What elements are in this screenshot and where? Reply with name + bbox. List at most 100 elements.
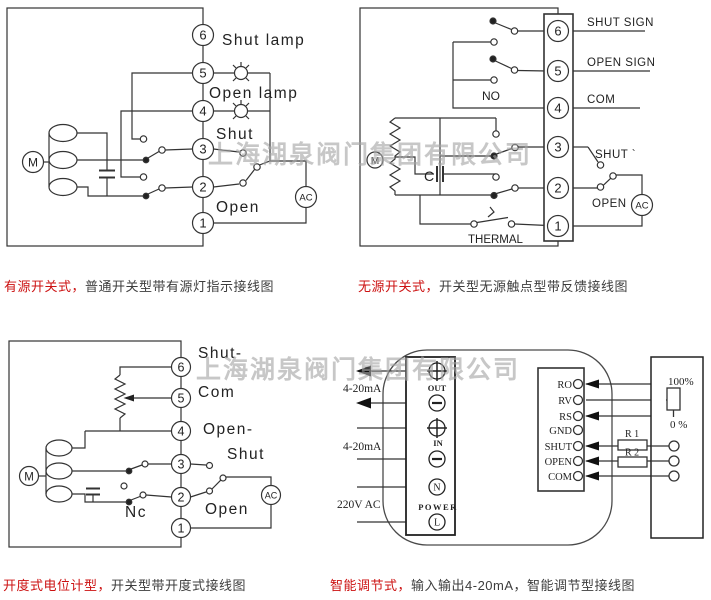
pin-labels: RO RV RS GND SHUT OPEN COM <box>545 380 573 483</box>
capacitor-label: C <box>424 168 434 184</box>
neutral-terminal-label: N <box>433 483 440 494</box>
active-switch-wiring <box>6 7 318 247</box>
open-label: OPEN <box>592 198 627 210</box>
terminal-numbers: 6 5 4 3 2 1 <box>199 28 206 231</box>
thermal-actuator <box>487 206 495 218</box>
pin-open: OPEN <box>545 457 573 468</box>
com-label: COM <box>587 94 615 106</box>
terminal-5: 5 <box>178 392 185 406</box>
strip-labels: OUT IN POWER <box>418 383 456 512</box>
resistor-r2 <box>617 456 648 468</box>
caption-description: 开关型带开度式接线图 <box>111 578 247 593</box>
intelligent-wiring <box>356 349 704 546</box>
out-plus-arrow-icon <box>356 365 371 377</box>
passive-switch-wiring <box>359 7 654 247</box>
power-supply-label: 220V AC <box>337 499 381 511</box>
passive-switch-diagram: 6 5 4 3 2 1 M AC C SHUT SIGN OPEN SIGN C… <box>359 7 655 247</box>
terminal-6: 6 <box>199 28 206 43</box>
pct0-label: 0 % <box>670 419 687 431</box>
com-label: Com <box>198 384 235 401</box>
terminal-6: 6 <box>554 24 561 39</box>
pin-rs: RS <box>559 412 572 423</box>
live-terminal-label: L <box>434 518 440 529</box>
out-label: OUT <box>428 383 447 393</box>
potentiometer-diagram: 6 5 4 3 2 1 M AC Shut- Com Open- Shut Op… <box>8 340 282 548</box>
open-sign-label: OPEN SIGN <box>587 57 655 69</box>
caption-description: 开关型无源触点型带反馈接线图 <box>439 279 629 294</box>
out-minus-arrow-icon <box>356 397 371 409</box>
shut-sign-label: SHUT SIGN <box>587 17 654 29</box>
in-current-label: 4-20mA <box>343 441 382 453</box>
pin-ro: RO <box>557 380 572 391</box>
motor-label: M <box>24 472 34 484</box>
wiper-arrow-icon <box>123 394 134 402</box>
terminal-symbols <box>427 361 447 461</box>
ac-label: AC <box>635 201 648 212</box>
terminal-6: 6 <box>178 361 185 375</box>
ac-label: AC <box>299 193 312 204</box>
ro-arrow-icon <box>585 379 599 389</box>
ac-label: AC <box>265 491 278 501</box>
r1-label: R 1 <box>625 429 639 440</box>
terminal-2: 2 <box>178 491 185 505</box>
motor-label: M <box>28 156 38 170</box>
enclosure-outline <box>6 7 204 247</box>
terminal-strip <box>191 23 215 235</box>
terminal-1: 1 <box>178 522 185 536</box>
terminal-numbers: 6 5 4 3 2 1 <box>178 361 185 536</box>
in-label: IN <box>433 438 443 448</box>
terminal-numbers: 6 5 4 3 2 1 <box>554 24 561 234</box>
open-lamp-label: Open lamp <box>209 85 298 102</box>
caption-type-red: 智能调节式， <box>330 578 412 593</box>
terminal-2: 2 <box>199 180 206 195</box>
shut-label: SHUT ` <box>595 149 636 161</box>
shut-label: Shut <box>216 126 254 143</box>
caption-type-red: 开度式电位计型， <box>3 578 112 593</box>
pct100-label: 100% <box>668 376 694 388</box>
terminal-1: 1 <box>554 219 561 234</box>
caption-type-red: 有源开关式， <box>4 279 86 294</box>
intelligent-caption: 智能调节式，输入输出4-20mA，智能调节型接线图 <box>330 575 635 594</box>
terminal-3: 3 <box>178 458 185 472</box>
potentiometer-zigzag <box>113 374 127 419</box>
terminal-3: 3 <box>554 140 561 155</box>
caption-description: 输入输出4-20mA，智能调节型接线图 <box>411 578 636 593</box>
enclosure-outline <box>359 7 559 247</box>
enclosure-outline <box>8 340 182 548</box>
shut-lamp-label: Shut lamp <box>222 32 305 49</box>
caption-description: 普通开关型带有源灯指示接线图 <box>85 279 275 294</box>
active-switch-diagram: 6 5 4 3 2 1 M AC Shut lamp Open lamp Shu… <box>6 7 318 247</box>
terminal-4: 4 <box>554 101 561 116</box>
potentiometer-wiring <box>8 340 282 548</box>
terminal-3: 3 <box>199 142 206 157</box>
pin-gnd: GND <box>549 426 572 437</box>
terminal-strip <box>170 356 192 539</box>
terminal-5: 5 <box>199 66 206 81</box>
resistor-r1 <box>617 439 648 451</box>
current-labels: 4-20mA 4-20mA 220V AC <box>337 383 382 511</box>
intelligent-diagram: 4-20mA 4-20mA 220V AC OUT IN POWER N L R… <box>337 349 704 546</box>
out-current-label: 4-20mA <box>343 383 382 395</box>
terminal-4: 4 <box>178 425 185 439</box>
terminal-1: 1 <box>199 216 206 231</box>
open-minus-label: Open- <box>203 421 254 438</box>
terminal-5: 5 <box>554 64 561 79</box>
active-switch-caption: 有源开关式，普通开关型带有源灯指示接线图 <box>4 276 274 295</box>
shut-label: Shut <box>227 446 265 463</box>
actuator-body-outline <box>382 349 613 546</box>
pin-rv: RV <box>558 396 572 407</box>
potentiometer-caption: 开度式电位计型，开关型带开度式接线图 <box>3 575 246 594</box>
rs-arrow-icon <box>585 411 599 421</box>
motor-label: M <box>371 156 379 167</box>
thermal-label: THERMAL <box>468 234 524 246</box>
shut-lamp-icon <box>233 65 249 81</box>
no-label: NO <box>482 89 500 103</box>
shut-minus-label: Shut- <box>198 345 243 362</box>
power-terminal-strip <box>405 356 456 536</box>
nc-label: Nc <box>125 504 147 521</box>
r2-label: R 2 <box>625 448 639 459</box>
pin-com: COM <box>548 472 573 483</box>
passive-switch-caption: 无源开关式，开关型无源触点型带反馈接线图 <box>358 276 628 295</box>
open-label: Open <box>205 501 249 518</box>
